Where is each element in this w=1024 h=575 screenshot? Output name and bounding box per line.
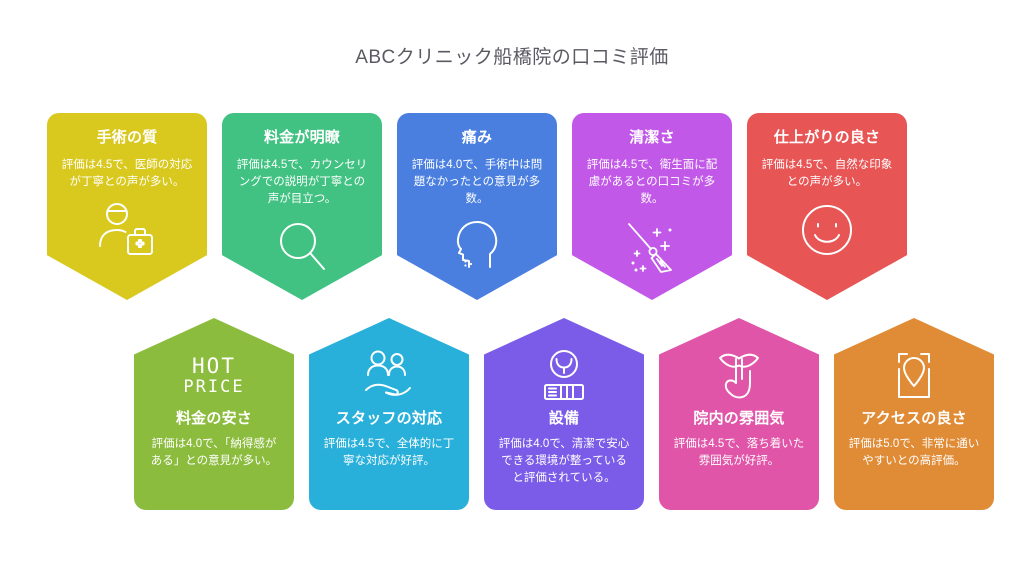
people-on-hand-icon xyxy=(323,348,455,404)
lips-pointing-finger-icon xyxy=(673,348,805,404)
card-low-price[interactable]: HOT PRICE 料金の安さ 評価は4.0で、「納得感がある」との意見が多い。 xyxy=(134,318,294,510)
card-title: スタッフの対応 xyxy=(335,410,443,427)
card-title: 料金の安さ xyxy=(175,410,252,427)
card-title: アクセスの良さ xyxy=(861,410,967,427)
card-title: 痛み xyxy=(461,129,493,146)
card-staff-service[interactable]: スタッフの対応 評価は4.5で、全体的に丁寧な対応が好評。 xyxy=(309,318,469,510)
card-transparent-pricing[interactable]: 料金が明瞭 評価は4.5で、カウンセリングでの説明が丁寧との声が目立つ。 xyxy=(222,113,382,300)
card-description: 評価は4.0で、清潔で安心できる環境が整っていると評価されている。 xyxy=(498,437,630,484)
card-finish-quality[interactable]: 仕上がりの良さ 評価は4.5で、自然な印象との声が多い。 xyxy=(747,113,907,300)
hot-price-line-2: PRICE xyxy=(183,377,245,398)
card-accessibility[interactable]: アクセスの良さ 評価は5.0で、非常に通いやすいとの高評価。 xyxy=(834,318,994,510)
hot-price-text-icon: HOT PRICE xyxy=(148,348,280,404)
smiley-face-icon xyxy=(761,201,893,259)
card-title: 仕上がりの良さ xyxy=(773,129,881,146)
card-description: 評価は4.0で、手術中は問題なかったとの意見が多数。 xyxy=(411,158,543,205)
bottom-row-cards: HOT PRICE 料金の安さ 評価は4.0で、「納得感がある」との意見が多い。… xyxy=(0,318,1024,518)
hot-price-line-1: HOT xyxy=(192,353,236,378)
card-description: 評価は4.5で、落ち着いた雰囲気が好評。 xyxy=(673,437,805,467)
card-title: 清潔さ xyxy=(629,129,675,146)
card-cleanliness[interactable]: 清潔さ 評価は4.5で、衛生面に配慮があるとの口コミが多数。 xyxy=(572,113,732,300)
magnifying-glass-icon xyxy=(236,218,368,276)
map-pin-frame-icon xyxy=(848,348,980,404)
card-description: 評価は4.5で、カウンセリングでの説明が丁寧との声が目立つ。 xyxy=(236,158,368,205)
top-row-cards: 手術の質 評価は4.5で、医師の対応が丁寧との声が多い。 料金が明瞭 評価は4.… xyxy=(0,113,1024,313)
page-title: ABCクリニック船橋院の口コミ評価 xyxy=(355,47,669,68)
head-profile-icon xyxy=(411,218,543,276)
card-facilities[interactable]: 設備 評価は4.0で、清潔で安心できる環境が整っていると評価されている。 xyxy=(484,318,644,510)
card-clinic-atmosphere[interactable]: 院内の雰囲気 評価は4.5で、落ち着いた雰囲気が好評。 xyxy=(659,318,819,510)
card-pain[interactable]: 痛み 評価は4.0で、手術中は問題なかったとの意見が多数。 xyxy=(397,113,557,300)
broom-sparkle-icon xyxy=(586,218,718,276)
card-title: 料金が明瞭 xyxy=(263,129,340,146)
dental-equipment-icon xyxy=(498,348,630,404)
doctor-medical-bag-icon xyxy=(61,201,193,259)
card-description: 評価は4.0で、「納得感がある」との意見が多い。 xyxy=(150,437,278,467)
card-description: 評価は4.5で、医師の対応が丁寧との声が多い。 xyxy=(61,158,193,188)
card-description: 評価は4.5で、衛生面に配慮があるとの口コミが多数。 xyxy=(586,158,718,205)
card-title: 手術の質 xyxy=(96,129,158,146)
card-title: 院内の雰囲気 xyxy=(693,410,785,427)
card-title: 設備 xyxy=(548,410,580,427)
card-description: 評価は4.5で、自然な印象との声が多い。 xyxy=(761,158,893,188)
card-description: 評価は5.0で、非常に通いやすいとの高評価。 xyxy=(848,437,980,467)
card-surgery-quality[interactable]: 手術の質 評価は4.5で、医師の対応が丁寧との声が多い。 xyxy=(47,113,207,300)
card-description: 評価は4.5で、全体的に丁寧な対応が好評。 xyxy=(323,437,455,467)
